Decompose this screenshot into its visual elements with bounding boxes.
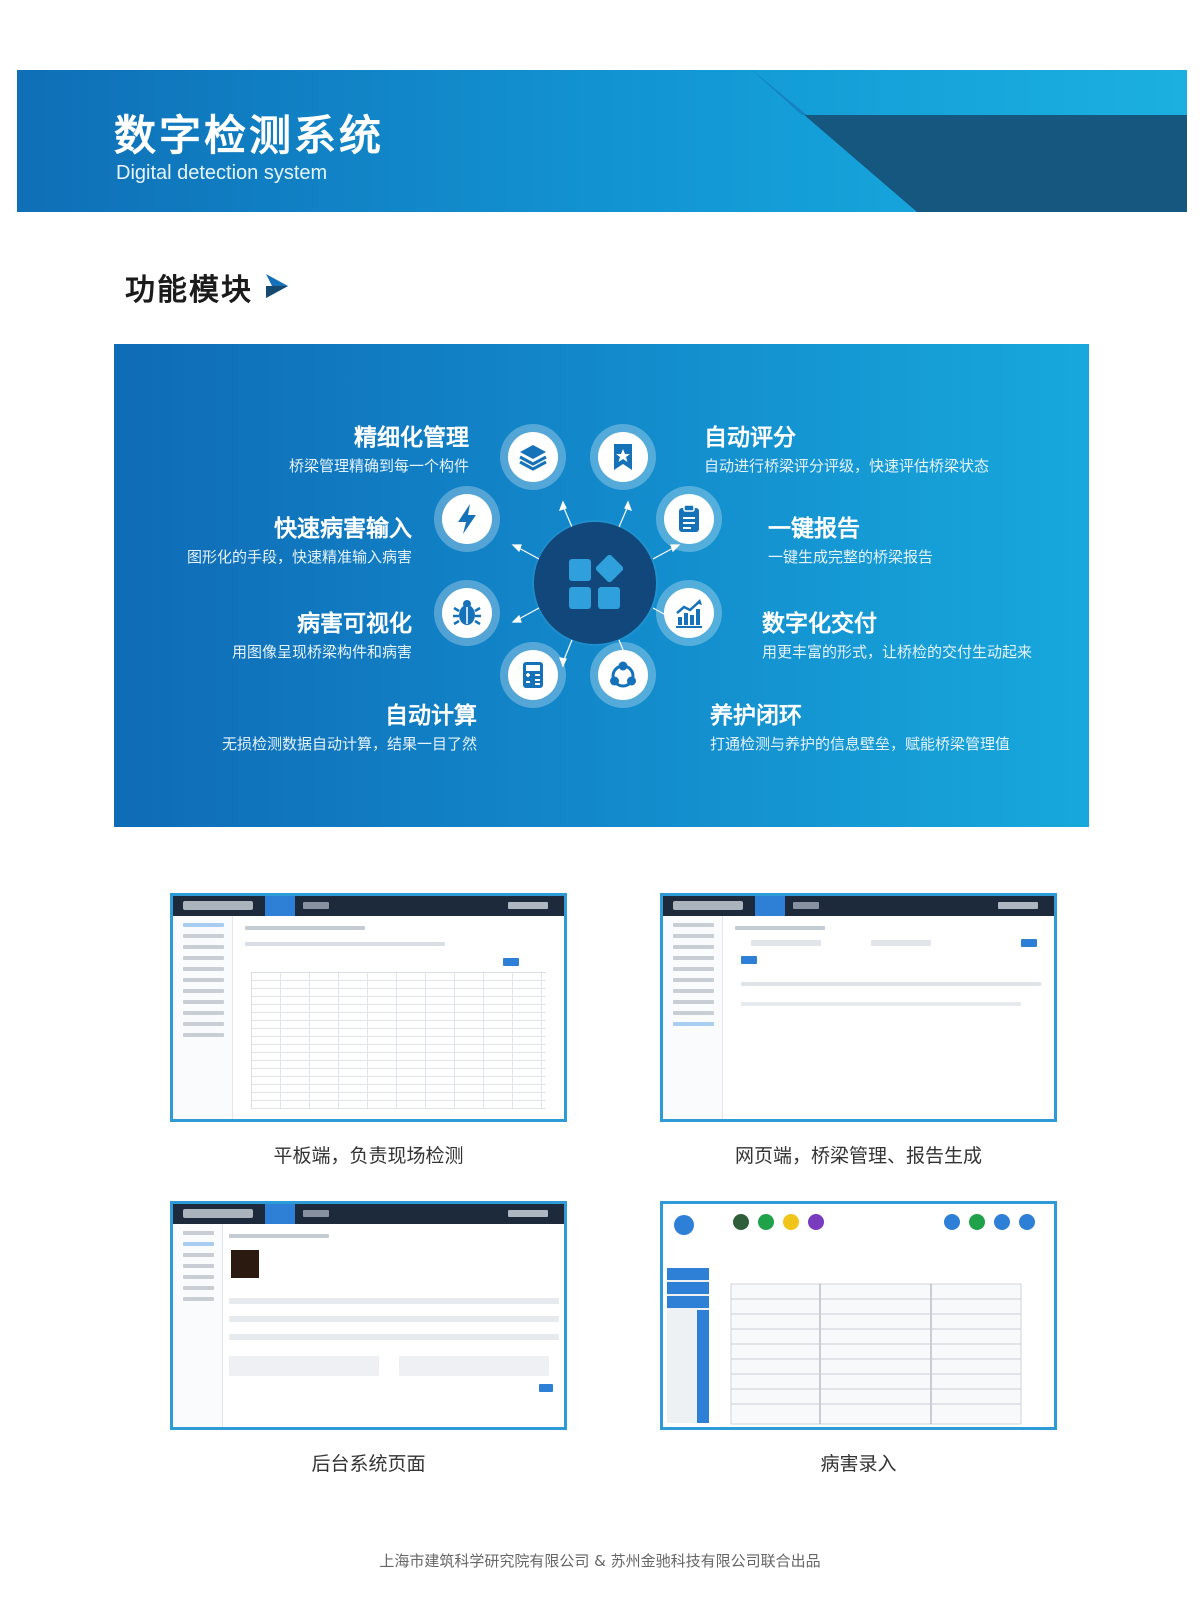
node-one-key-report [656, 486, 722, 552]
growth-chart-icon [676, 599, 702, 628]
feature-title-digital-delivery: 数字化交付 [762, 611, 877, 637]
hub-circle [534, 522, 656, 644]
disease-entry-mock [667, 1214, 1035, 1425]
screenshot-tablet [170, 893, 567, 1122]
feature-desc-auto-score: 自动进行桥梁评分评级，快速评估桥梁状态 [704, 457, 990, 475]
calculator-icon [523, 662, 543, 688]
arrow-right-icon [266, 274, 288, 298]
caption-web: 网页端，桥梁管理、报告生成 [734, 1145, 982, 1167]
lightning-icon [458, 504, 476, 534]
bug-icon [453, 600, 481, 626]
node-auto-score [590, 424, 656, 490]
feature-desc-auto-calc: 无损检测数据自动计算，结果一目了然 [221, 735, 477, 753]
screenshot-web [660, 893, 1057, 1122]
screenshot-backend [170, 1201, 567, 1430]
feature-desc-one-key-report: 一键生成完整的桥梁报告 [768, 548, 934, 566]
caption-backend: 后台系统页面 [311, 1453, 426, 1475]
node-visualization [434, 580, 500, 646]
feature-title-maintenance-loop: 养护闭环 [710, 703, 802, 729]
feature-title-quick-input: 快速病害输入 [274, 516, 412, 542]
feature-title-visualization: 病害可视化 [297, 611, 412, 637]
cycle-icon [610, 661, 636, 688]
clipboard-icon [679, 504, 699, 532]
bookmark-star-icon [614, 444, 632, 470]
section-title: 功能模块 [125, 273, 253, 308]
feature-panel: 精细化管理 桥梁管理精确到每一个构件 快速病害输入 图形化的手段，快速精准输入病… [114, 344, 1089, 827]
banner-shape [17, 70, 1187, 212]
feature-desc-maintenance-loop: 打通检测与养护的信息壁垒，赋能桥梁管理值 [710, 735, 1011, 753]
feature-desc-fine-management: 桥梁管理精确到每一个构件 [288, 457, 469, 475]
page-title: 数字检测系统 [114, 111, 385, 160]
footer-credit: 上海市建筑科学研究院有限公司 & 苏州金驰科技有限公司联合出品 [379, 1552, 821, 1570]
layers-icon [519, 445, 547, 471]
feature-desc-digital-delivery: 用更丰富的形式，让桥检的交付生动起来 [762, 643, 1033, 661]
feature-title-auto-score: 自动评分 [704, 425, 796, 451]
caption-tablet: 平板端，负责现场检测 [273, 1145, 464, 1167]
caption-disease-entry: 病害录入 [820, 1453, 897, 1475]
feature-title-fine-management: 精细化管理 [354, 425, 469, 451]
feature-title-auto-calc: 自动计算 [385, 703, 477, 729]
header-banner: 数字检测系统 Digital detection system [17, 70, 1187, 212]
node-fine-management [500, 424, 566, 490]
node-quick-input [434, 486, 500, 552]
node-maintenance-loop [590, 642, 656, 708]
feature-desc-quick-input: 图形化的手段，快速精准输入病害 [186, 548, 412, 566]
page-subtitle: Digital detection system [116, 162, 328, 184]
feature-desc-visualization: 用图像呈现桥梁构件和病害 [231, 643, 412, 661]
node-digital-delivery [656, 580, 722, 646]
node-auto-calc [500, 642, 566, 708]
feature-title-one-key-report: 一键报告 [768, 516, 860, 542]
image-thumbnail [231, 1250, 259, 1278]
screenshot-disease-entry [660, 1201, 1057, 1430]
modules-icon [569, 555, 623, 609]
